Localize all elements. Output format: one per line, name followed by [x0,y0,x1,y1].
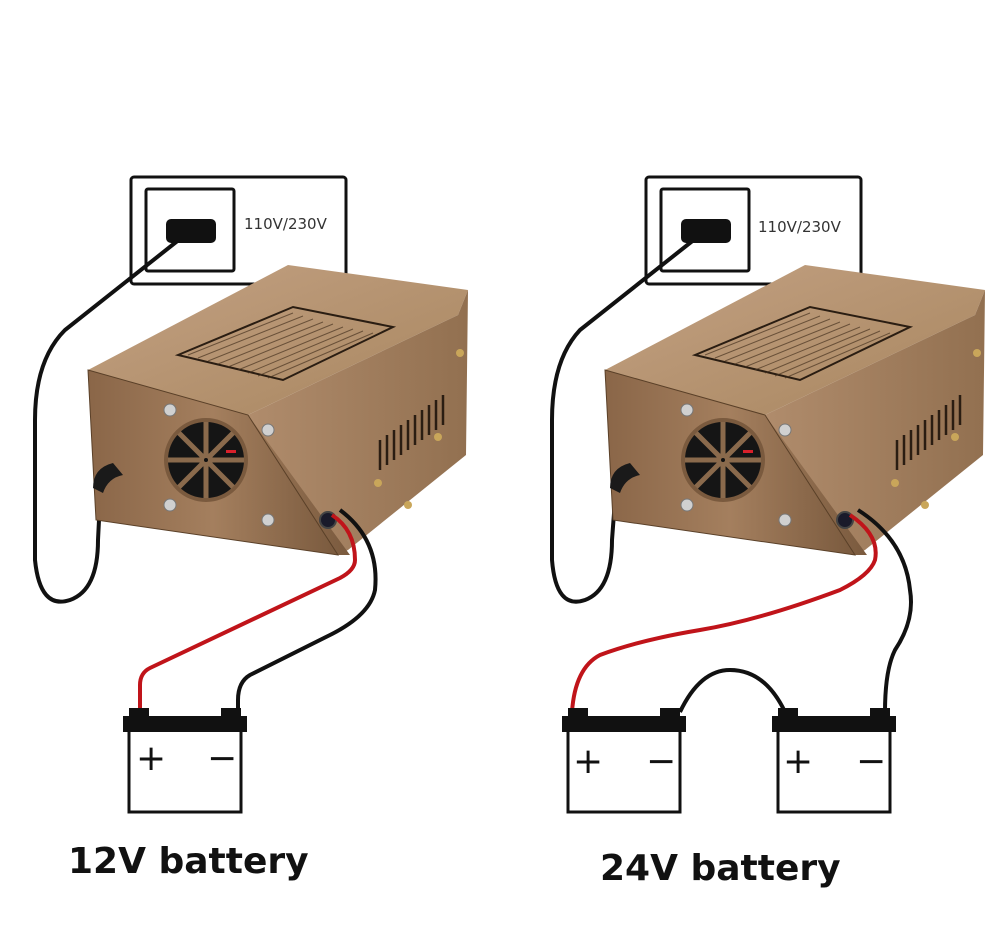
battery-positive-sign: + [136,738,166,779]
diagram-caption: 12V battery [68,841,309,882]
power-cord [33,233,187,604]
negative-wire [236,508,378,712]
battery-2-positive-sign: + [783,741,813,782]
diagram-24v: 110V/230V + − + − 24V battery [550,175,985,889]
battery-charger [605,265,985,555]
negative-wire [856,508,913,713]
positive-wire [570,513,878,713]
battery-charger [88,265,468,555]
battery-1-positive-sign: + [573,741,603,782]
diagram-12v: 110V/230V + − 12V battery [33,175,468,882]
diagram-caption: 24V battery [600,848,841,889]
power-cord [550,233,702,604]
outlet-voltage-label: 110V/230V [758,218,842,236]
battery-1-negative-sign: − [646,741,676,782]
battery-2-negative-sign: − [856,741,886,782]
outlet-voltage-label: 110V/230V [244,215,328,233]
positive-wire [138,513,358,712]
battery-negative-sign: − [207,738,237,779]
series-jumper-wire [678,667,787,713]
